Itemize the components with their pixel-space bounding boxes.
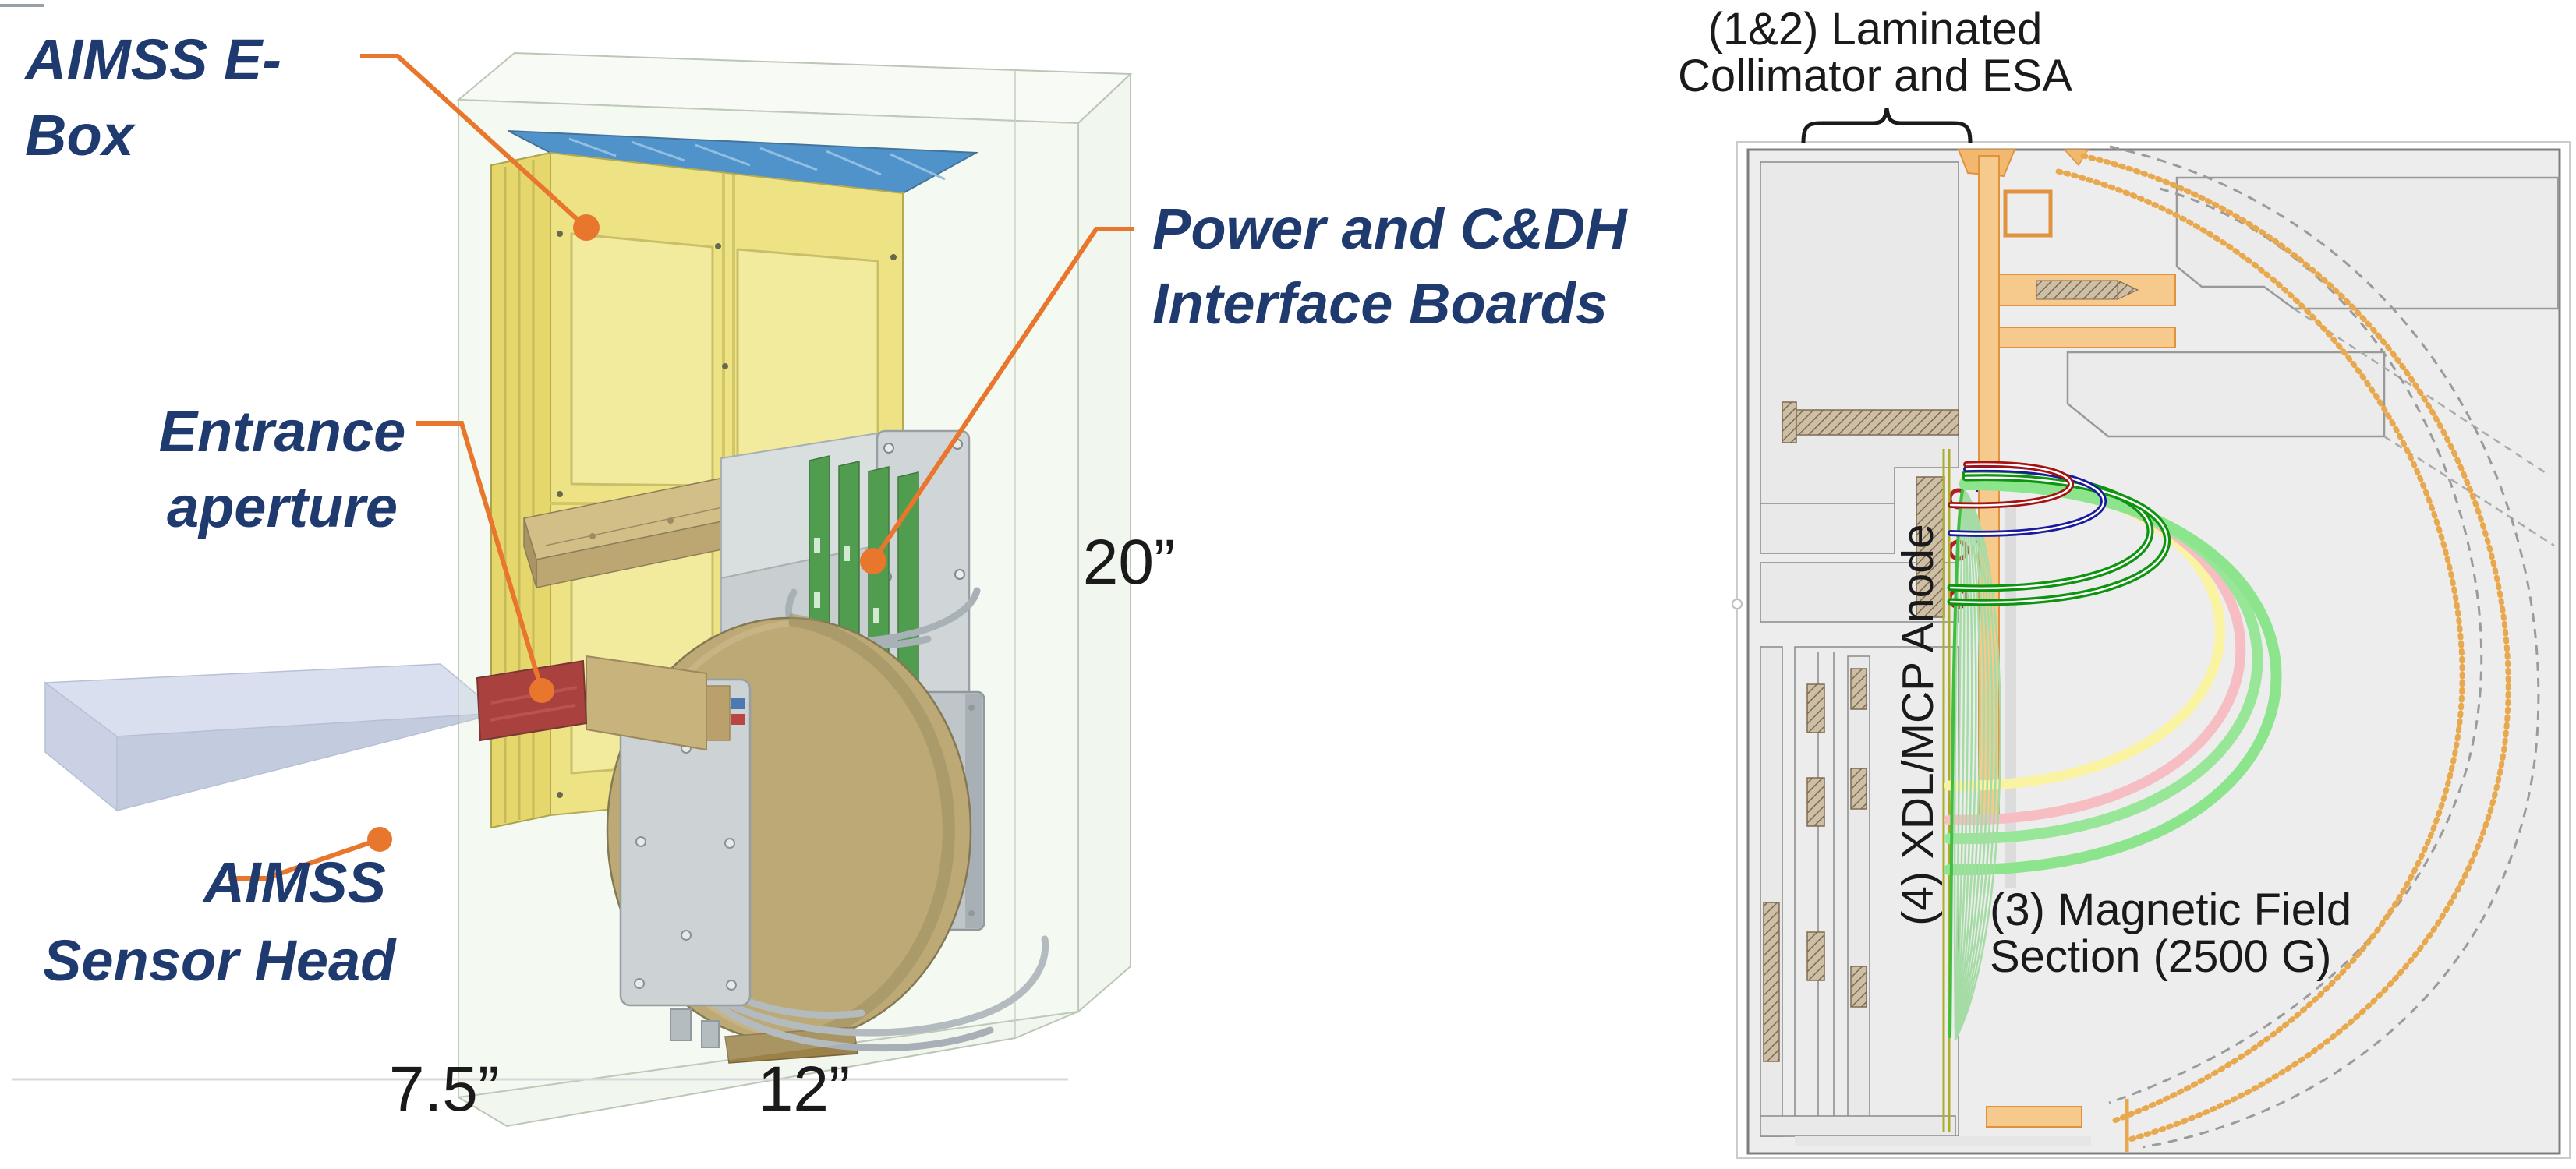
view-beam — [43, 663, 501, 812]
label-magnetic-field: (3) Magnetic Field Section (2500 G) — [1990, 887, 2351, 980]
leader-dots — [367, 214, 886, 852]
leader-power — [871, 227, 1134, 563]
label-magnet-line2: Section (2500 G) — [1990, 931, 2332, 982]
label-power-line1: Power and C&DH — [1152, 196, 1627, 261]
label-entrance-line2: aperture — [166, 475, 398, 539]
leader-lines — [228, 54, 1134, 881]
label-magnet-line1: (3) Magnetic Field — [1990, 885, 2352, 935]
dimension-depth: 7.5” — [388, 1054, 500, 1125]
envelope-veil — [458, 100, 1078, 1097]
label-aimss-ebox-line1: AIMSS E- — [25, 27, 281, 92]
label-collimator-esa: (1&2) Laminated Collimator and ESA — [1668, 6, 2082, 100]
label-power-line2: Interface Boards — [1152, 271, 1608, 336]
label-sensor-line1: AIMSS — [203, 850, 386, 915]
label-power-cdh: Power and C&DH Interface Boards — [1152, 192, 1627, 341]
label-sensor-line2: Sensor Head — [43, 928, 396, 993]
leader-dot-ebox — [573, 214, 600, 241]
label-aimss-ebox: AIMSS E- Box — [25, 22, 281, 173]
radiator-hatch — [568, 137, 946, 181]
aperture-red-plate — [476, 659, 588, 742]
leader-sensor — [228, 837, 380, 881]
cross-section-schematic — [1732, 108, 2571, 1159]
leader-dot-power — [860, 548, 886, 574]
trajectory-lightgreen-b — [1944, 479, 2282, 876]
label-collimator-line1: (1&2) Laminated — [1707, 4, 2043, 55]
leader-dot-sensor — [367, 827, 392, 852]
outer-boundary-curves — [2055, 145, 2540, 1149]
leader-dot-entrance — [529, 678, 554, 703]
dimension-height: 20” — [1082, 527, 1176, 598]
trajectory-dark-arcs — [1947, 461, 2171, 606]
label-sensor-head: AIMSS Sensor Head — [43, 844, 396, 1000]
dimension-width: 12” — [757, 1054, 851, 1125]
frame-handle-dot — [1732, 599, 1743, 609]
aperture-bracket — [586, 655, 707, 751]
label-xdl-mcp-anode: (4) XDL/MCP Anode — [1893, 524, 1943, 926]
leader-ebox — [360, 54, 589, 230]
trajectory-arcs — [1944, 461, 2282, 1041]
label-aimss-ebox-line2: Box — [25, 103, 134, 168]
leader-entrance — [416, 421, 544, 691]
label-entrance-line1: Entrance — [158, 399, 406, 464]
collimator-brace — [1801, 108, 1973, 143]
label-entrance-aperture: Entrance aperture — [150, 394, 415, 545]
magnet-yoke — [2066, 176, 2560, 547]
label-collimator-line2: Collimator and ESA — [1677, 51, 2073, 101]
left-structure — [1760, 161, 2091, 1146]
left-3d-rendering — [12, 51, 1134, 1128]
entrance-aperture-assembly — [476, 655, 745, 751]
outer-frame — [1736, 141, 2571, 1159]
